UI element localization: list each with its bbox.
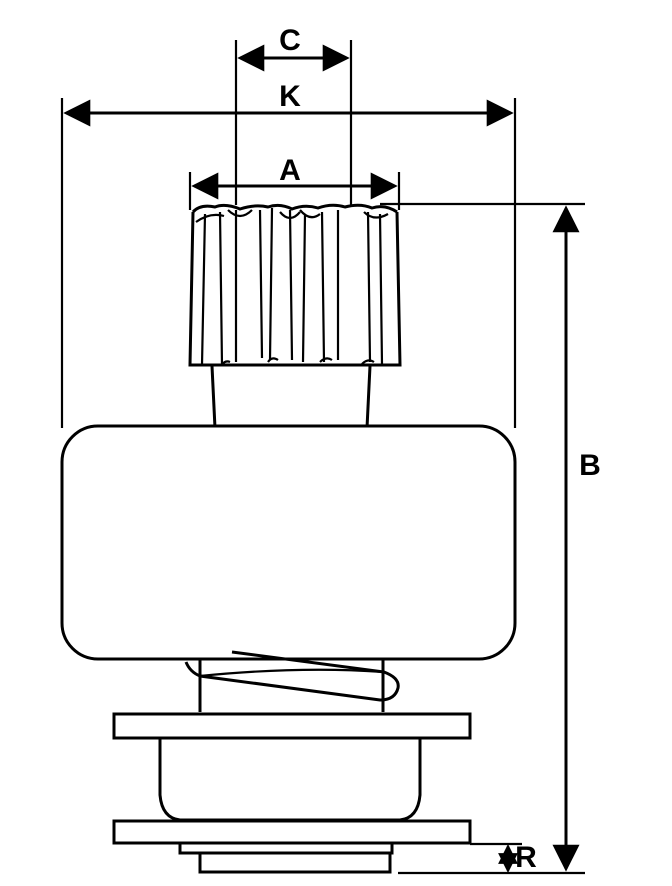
drive-shaft — [210, 365, 372, 429]
lower-washer — [112, 819, 472, 845]
label-a: A — [279, 154, 301, 187]
hub-step — [178, 841, 394, 855]
extension-lines — [60, 40, 585, 875]
dimension-arrows — [63, 44, 580, 873]
label-b: B — [579, 449, 601, 482]
clutch-body — [60, 424, 517, 661]
pinion-gear — [188, 203, 402, 367]
pinion-teeth — [200, 207, 384, 366]
hub-base — [198, 853, 392, 874]
bottom-hub — [178, 841, 394, 874]
spring-coil-back — [199, 668, 385, 678]
pinion-outline — [188, 211, 402, 367]
spring-coil — [184, 650, 400, 702]
upper-washer — [112, 712, 472, 740]
pinion-tooth-tips — [195, 209, 389, 223]
shaft-sides — [210, 365, 372, 429]
label-k: K — [279, 80, 301, 113]
label-c: C — [279, 24, 301, 57]
label-r: R — [515, 841, 537, 874]
sleeve-sides — [198, 660, 385, 712]
pinion-tooth-roots — [221, 357, 375, 366]
spring-sleeve — [184, 650, 400, 712]
pinion-top-edge — [191, 203, 398, 214]
collar — [158, 736, 422, 822]
